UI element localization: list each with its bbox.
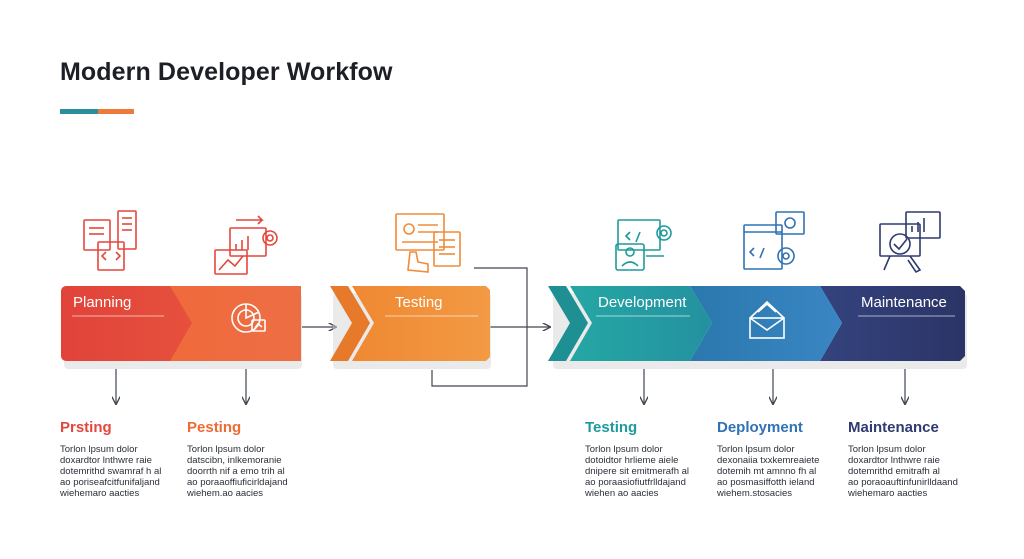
description-line: doorrth nif a emo trih al — [187, 466, 285, 477]
gear-chart-icon — [214, 215, 278, 275]
description-line: Torlon lpsum dolor — [60, 444, 138, 455]
title-accent-bar — [60, 109, 134, 114]
accent-segment-teal — [60, 109, 98, 114]
description-line: wiehem.stosacies — [717, 488, 792, 499]
page-title: Modern Developer Workfow — [60, 58, 393, 86]
description-line: doxardtor lnthwre raie — [848, 455, 940, 466]
code-window-icon — [743, 211, 805, 270]
description-block: Maintenance Torlon lpsum dolor doxardtor… — [848, 419, 988, 499]
description-line: dotemrithd swamraf h al — [60, 466, 162, 477]
stage-navy-bar[interactable] — [820, 286, 965, 361]
description-line: wiehemaro aacties — [848, 488, 928, 499]
stage-label-maintenance: Maintenance — [861, 294, 947, 311]
description-block: Deployment Torlon lpsum dolor dexonaiia … — [717, 419, 857, 499]
description-block: Pesting Torlon lpsum dolor datscibn, inl… — [187, 419, 327, 499]
checklist-hand-icon — [395, 213, 461, 273]
down-arrows — [116, 369, 905, 404]
description-line: ao posmasiffotth ieland — [717, 477, 815, 488]
description-line: dotemrithd emitrafh al — [848, 466, 940, 477]
connector-bracket — [431, 267, 528, 387]
stage-testing-bar[interactable] — [352, 286, 490, 361]
description-line: Torlon lpsum dolor — [848, 444, 926, 455]
target-chart-icon — [231, 303, 266, 333]
description-line: Torlon lpsum dolor — [585, 444, 663, 455]
stage-development-bar[interactable] — [570, 286, 712, 361]
description-line: dnipere sit emitmerafh al — [585, 466, 690, 477]
description-heading: Prsting — [60, 419, 112, 436]
description-line: dexonaiia txxkemreaiete — [717, 455, 820, 466]
description-heading: Testing — [585, 419, 638, 436]
stage-label-planning: Planning — [73, 294, 132, 311]
stage-chevron — [170, 286, 301, 361]
envelope-stack-icon — [749, 300, 785, 339]
description-line: ao poriseafcitfunifaljand — [60, 477, 160, 488]
description-line: Torlon lpsum dolor — [187, 444, 265, 455]
description-line: dotemih mt amnno fh al — [717, 466, 817, 477]
description-heading: Pesting — [187, 419, 242, 436]
description-heading: Maintenance — [848, 419, 939, 436]
stage-label-development: Development — [598, 294, 687, 311]
description-heading: Deployment — [717, 419, 803, 436]
description-line: dotoidtor hrlieme aiele — [585, 455, 679, 466]
description-line: wiehen ao aacies — [585, 488, 659, 499]
description-line: Torlon lpsum dolor — [717, 444, 795, 455]
description-line: wiehem.ao aacies — [187, 488, 264, 499]
description-line: ao poraoauftinfunirlldaand — [848, 477, 958, 488]
description-line: ao poraaoffiuficirldajand — [187, 477, 288, 488]
accent-segment-orange — [98, 109, 134, 114]
stage-chevron-back — [548, 286, 588, 361]
stage-chevron-back — [330, 286, 370, 361]
stage-blue-bar[interactable] — [690, 286, 842, 361]
documents-code-icon — [83, 210, 137, 271]
monitor-gear-icon — [615, 219, 672, 271]
description-block: Prsting Torlon lpsum dolor doxardtor lnt… — [60, 419, 200, 499]
description-line: ao poraasiofiutfrlldajand — [585, 477, 686, 488]
description-line: wiehemaro aacties — [60, 488, 140, 499]
description-line: datscibn, inlkemoranie — [187, 455, 282, 466]
description-line: doxardtor lnthwre raie — [60, 455, 152, 466]
description-block: Testing Torlon lpsum dolor dotoidtor hrl… — [585, 419, 725, 499]
checkmark-tools-icon — [879, 211, 941, 274]
stage-label-testing: Testing — [395, 294, 443, 311]
